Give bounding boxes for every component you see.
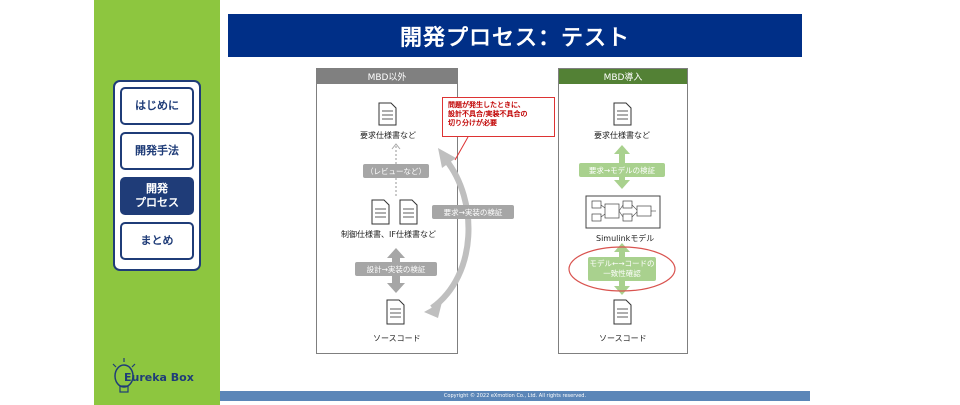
- callout-pointer: [454, 136, 469, 161]
- source-code-label: ソースコード: [373, 334, 421, 343]
- design-documents-icon: [371, 199, 418, 225]
- requirements-to-model-check-pill: 要求→モデルの検証: [579, 163, 665, 177]
- page-title: 開発プロセス：テスト: [228, 14, 802, 57]
- model-code-consistency-pill: モデル←→コードの 一致性確認: [588, 257, 656, 281]
- menu-item-intro[interactable]: はじめに: [120, 87, 194, 125]
- eureka-box-logo: [112, 358, 136, 393]
- mbd-source-code-label: ソースコード: [599, 334, 647, 343]
- non-mbd-panel-heading: MBD以外: [317, 69, 457, 84]
- navigation-menu: はじめに 開発手法 開発 プロセス まとめ: [113, 80, 201, 271]
- requirements-to-code-check-pill: 要求→実装の検証: [432, 205, 514, 219]
- simulink-model-diagram: [585, 195, 661, 229]
- consistency-highlight-oval: [568, 246, 676, 292]
- requirements-to-code-curved-arrow: [424, 148, 472, 318]
- design-to-code-check-pill: 設計→実装の検証: [355, 262, 437, 276]
- requirements-label: 要求仕様書など: [360, 131, 416, 140]
- review-pill: （レビューなど）: [363, 164, 429, 178]
- simulink-model-label: Simulinkモデル: [596, 234, 655, 243]
- menu-item-dev-process[interactable]: 開発 プロセス: [120, 177, 194, 215]
- design-documents-label: 制御仕様書、IF仕様書など: [341, 230, 436, 239]
- menu-item-summary[interactable]: まとめ: [120, 222, 194, 260]
- mbd-source-code-icon: [613, 299, 632, 325]
- mbd-requirements-document-icon: [613, 102, 632, 126]
- requirements-document-icon: [378, 102, 397, 126]
- mbd-panel-heading: MBD導入: [559, 69, 687, 84]
- logo-text: Eureka Box: [124, 371, 194, 384]
- menu-item-dev-method[interactable]: 開発手法: [120, 132, 194, 170]
- source-code-icon: [386, 299, 405, 325]
- mbd-requirements-label: 要求仕様書など: [594, 131, 650, 140]
- copyright-footer: Copyright © 2022 eXmotion Co., Ltd. All …: [220, 391, 810, 401]
- problem-callout: 問題が発生したときに、 設計不具合/実装不具合の 切り分けが必要: [442, 97, 555, 137]
